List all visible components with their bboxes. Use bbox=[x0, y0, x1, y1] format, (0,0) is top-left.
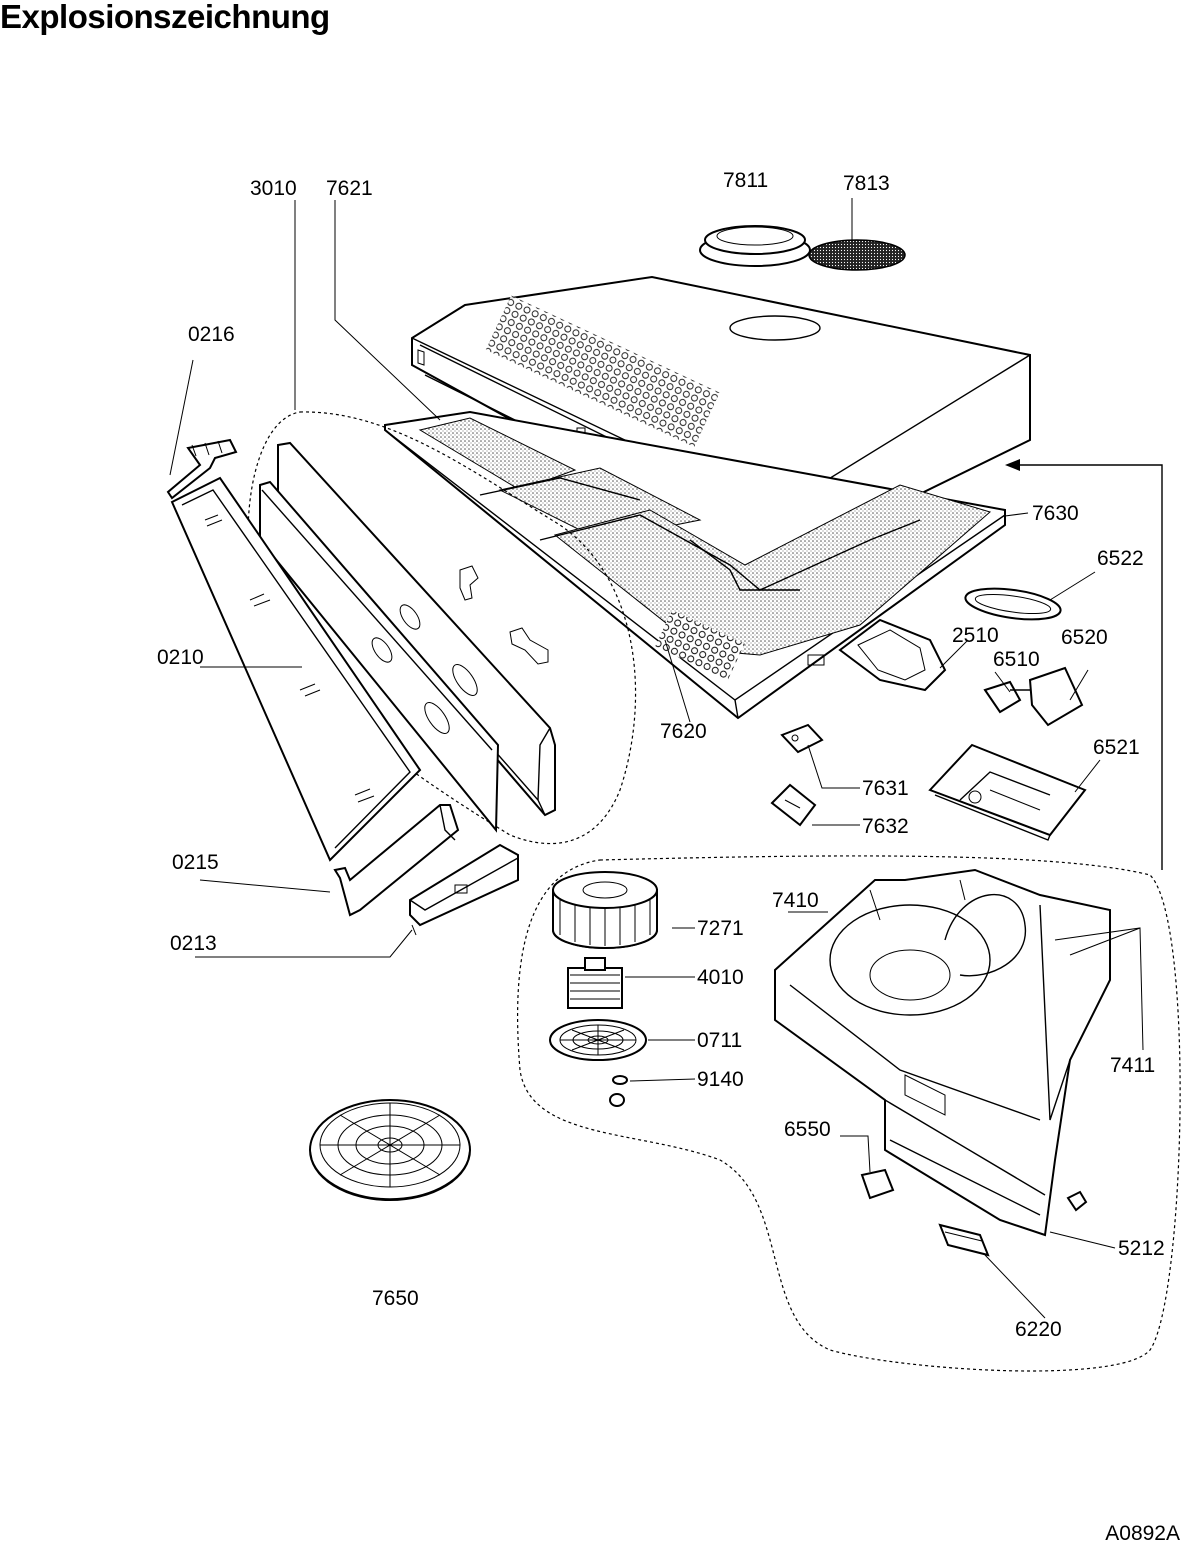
part-label: 5212 bbox=[1118, 1237, 1165, 1260]
top-bracket bbox=[166, 438, 238, 500]
part-labels: 7811 7813 3010 7621 0216 7630 6522 2510 … bbox=[157, 169, 1165, 1341]
part-label: 3010 bbox=[250, 177, 297, 200]
charcoal-filter bbox=[309, 1099, 471, 1201]
lamp bbox=[983, 666, 1084, 727]
assembly-outline-3010 bbox=[247, 411, 637, 845]
bottom-bracket-left bbox=[333, 804, 460, 917]
part-label: 6520 bbox=[1061, 626, 1108, 649]
front-panel bbox=[259, 441, 556, 833]
outlet-grille bbox=[808, 239, 906, 271]
side-bracket-small bbox=[1066, 1190, 1088, 1212]
motor-grille bbox=[549, 1019, 647, 1061]
clip-plate bbox=[770, 783, 817, 827]
part-label: 9140 bbox=[697, 1068, 744, 1091]
part-label: 2510 bbox=[952, 624, 999, 647]
part-label: 7650 bbox=[372, 1287, 419, 1310]
part-label: 7811 bbox=[723, 169, 768, 192]
filter-tray bbox=[384, 410, 1006, 720]
part-label: 7411 bbox=[1110, 1054, 1155, 1077]
part-label: 7620 bbox=[660, 720, 707, 743]
part-label: 7631 bbox=[862, 777, 909, 800]
motor-housing bbox=[774, 868, 1111, 1237]
part-label: 7410 bbox=[772, 889, 819, 912]
part-label: 0213 bbox=[170, 932, 217, 955]
connector-left bbox=[860, 1168, 895, 1200]
part-label: 0215 bbox=[172, 851, 219, 874]
motor bbox=[567, 957, 623, 1009]
outlet-ring bbox=[699, 225, 811, 267]
part-label: 6550 bbox=[784, 1118, 831, 1141]
part-label: 0711 bbox=[697, 1029, 742, 1052]
part-label: 0210 bbox=[157, 646, 204, 669]
part-label: 7621 bbox=[326, 177, 373, 200]
assembly-outline-motor bbox=[517, 855, 1181, 1372]
part-label: 6521 bbox=[1093, 736, 1140, 759]
connector-bottom bbox=[938, 1223, 990, 1257]
page-title: Explosionszeichnung bbox=[0, 0, 330, 35]
assembly-arrow bbox=[1005, 459, 1163, 870]
part-label: 4010 bbox=[697, 966, 744, 989]
part-label: 6220 bbox=[1015, 1318, 1062, 1341]
lamp-cover bbox=[964, 587, 1062, 621]
leader-lines bbox=[169, 198, 1144, 1319]
part-label: 7271 bbox=[697, 917, 744, 940]
part-label: 7813 bbox=[843, 172, 890, 195]
fan-wheel bbox=[552, 871, 658, 949]
glass-panel bbox=[170, 476, 422, 862]
drawing-code: A0892A bbox=[1105, 1522, 1180, 1545]
bottom-bracket-right bbox=[409, 843, 519, 936]
part-label: 0216 bbox=[188, 323, 235, 346]
clip-small bbox=[780, 723, 824, 754]
part-label: 7632 bbox=[862, 815, 909, 838]
switch-unit bbox=[928, 743, 1087, 841]
part-label: 6510 bbox=[993, 648, 1040, 671]
part-label: 7630 bbox=[1032, 502, 1079, 525]
nuts bbox=[609, 1075, 628, 1107]
part-label: 6522 bbox=[1097, 547, 1144, 570]
